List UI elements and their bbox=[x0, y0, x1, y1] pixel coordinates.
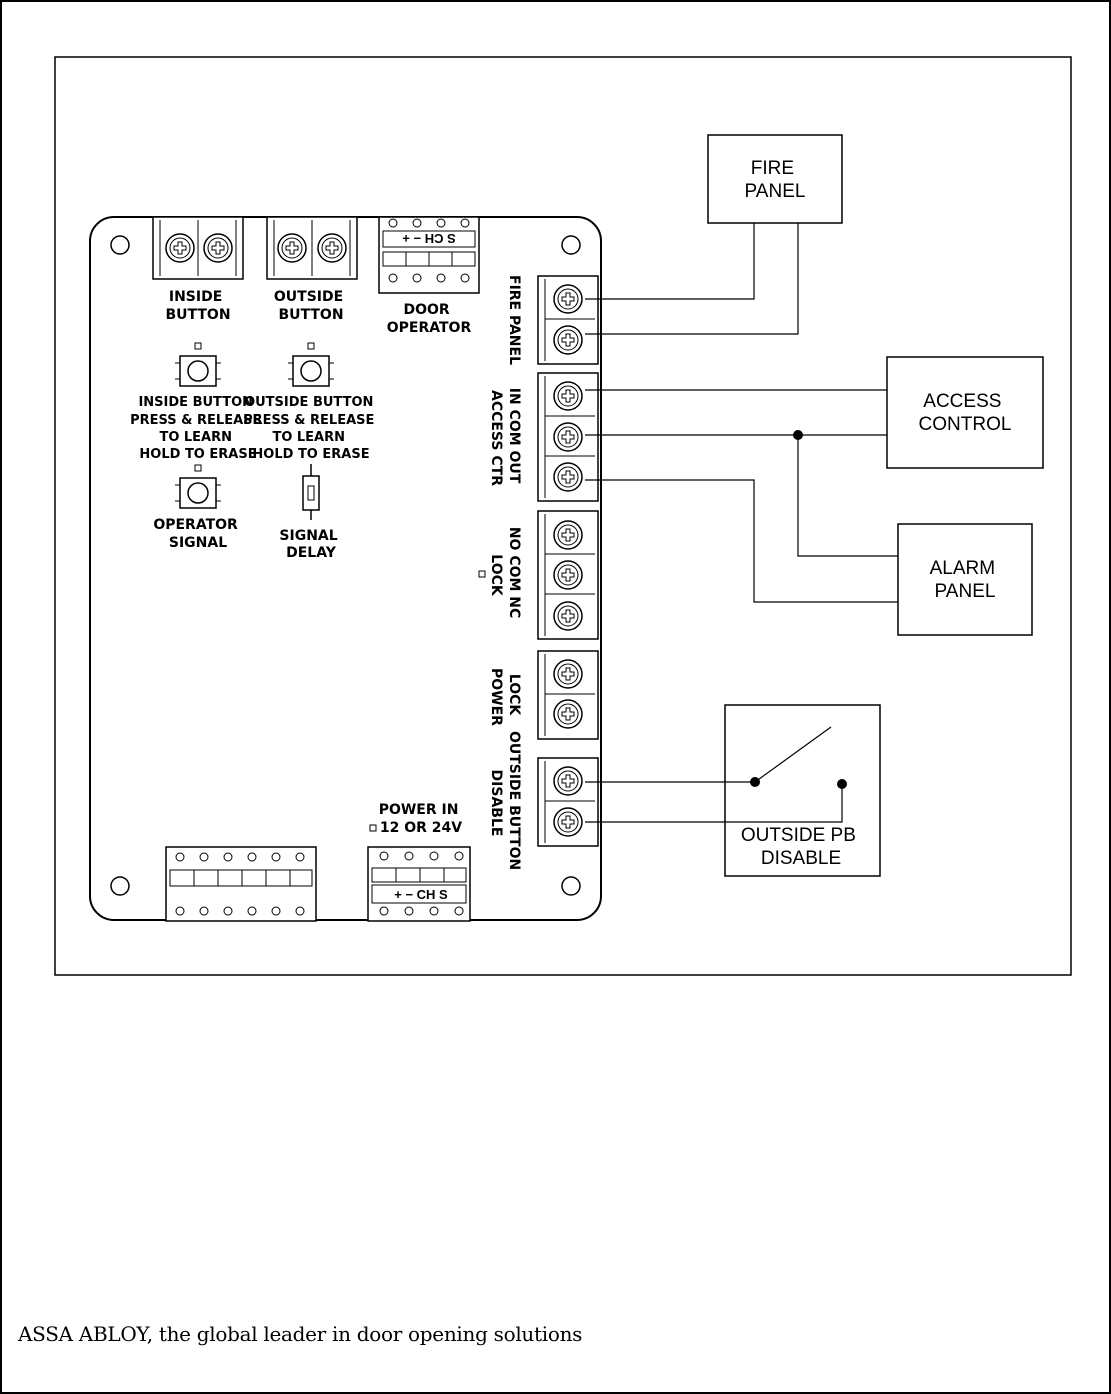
alarm-panel-box bbox=[897, 523, 1033, 636]
wire-access-out bbox=[585, 479, 898, 603]
svg-text:+ − CH S: + − CH S bbox=[394, 887, 448, 902]
access-control-box bbox=[886, 356, 1044, 469]
power-in-label: POWER IN 12 OR 24V bbox=[379, 802, 464, 836]
operator-signal-label: OPERATOR SIGNAL bbox=[153, 517, 242, 551]
mount-hole bbox=[110, 235, 130, 255]
wiring bbox=[585, 223, 898, 823]
access-control-box-label: ACCESS CONTROL bbox=[919, 391, 1012, 435]
lock-term-label: NO COM NC LOCK bbox=[488, 527, 522, 623]
wire-disable-2 bbox=[585, 784, 843, 823]
operator-signal-button[interactable] bbox=[175, 464, 221, 509]
signal-delay-label: SIGNAL DELAY bbox=[279, 528, 342, 561]
switch-contact bbox=[754, 726, 832, 783]
signal-delay-switch[interactable] bbox=[302, 464, 320, 520]
lock-terminal bbox=[537, 510, 599, 640]
mount-hole bbox=[110, 876, 130, 896]
outside-learn-label: OUTSIDE BUTTON PRESS & RELEASE TO LEARN … bbox=[243, 395, 379, 462]
outside-disable-term-label: OUTSIDE BUTTON DISABLE bbox=[488, 731, 522, 875]
switch-terminal bbox=[750, 777, 760, 787]
inside-button-terminal bbox=[152, 216, 244, 280]
fire-panel-terminal bbox=[537, 275, 599, 365]
diagram-border bbox=[54, 56, 1072, 976]
footer-tagline: ASSA ABLOY, the global leader in door op… bbox=[18, 1322, 583, 1346]
inside-button-label: INSIDE BUTTON bbox=[165, 289, 230, 323]
inside-learn-button[interactable] bbox=[175, 342, 221, 387]
fire-panel-box-label: FIRE PANEL bbox=[745, 158, 806, 202]
six-pin-connector bbox=[165, 846, 317, 922]
door-operator-connector: S CH − + bbox=[378, 216, 480, 294]
outside-learn-button[interactable] bbox=[288, 342, 334, 387]
fire-panel-box bbox=[707, 134, 843, 224]
access-ctr-terminal bbox=[537, 372, 599, 502]
lock-led bbox=[478, 570, 486, 578]
inside-learn-label: INSIDE BUTTON PRESS & RELEASE TO LEARN H… bbox=[130, 395, 266, 462]
access-ctr-term-label: IN COM OUT ACCESS CTR bbox=[488, 388, 522, 488]
wire-fire-2 bbox=[585, 223, 799, 335]
switch-terminal bbox=[837, 779, 847, 789]
lock-power-terminal bbox=[537, 650, 599, 740]
wire-com-alarm bbox=[797, 435, 898, 557]
wire-fire-1 bbox=[585, 223, 755, 300]
outside-pb-disable-box bbox=[724, 704, 881, 877]
outside-button-terminal bbox=[266, 216, 358, 280]
outside-disable-terminal bbox=[537, 757, 599, 847]
outside-pb-disable-box-label: OUTSIDE PB DISABLE bbox=[741, 825, 861, 869]
alarm-panel-box-label: ALARM PANEL bbox=[930, 558, 1001, 602]
fire-panel-term-label: FIRE PANEL bbox=[506, 275, 522, 365]
mount-hole bbox=[561, 876, 581, 896]
lock-power-term-label: LOCK POWER bbox=[488, 668, 522, 726]
svg-text:S CH − +: S CH − + bbox=[402, 231, 456, 246]
power-led bbox=[369, 824, 377, 832]
outside-button-label: OUTSIDE BUTTON bbox=[274, 289, 348, 323]
power-in-connector: + − CH S bbox=[367, 846, 471, 922]
junction-dot bbox=[793, 430, 803, 440]
mount-hole bbox=[561, 235, 581, 255]
door-operator-label: DOOR OPERATOR bbox=[387, 302, 472, 336]
